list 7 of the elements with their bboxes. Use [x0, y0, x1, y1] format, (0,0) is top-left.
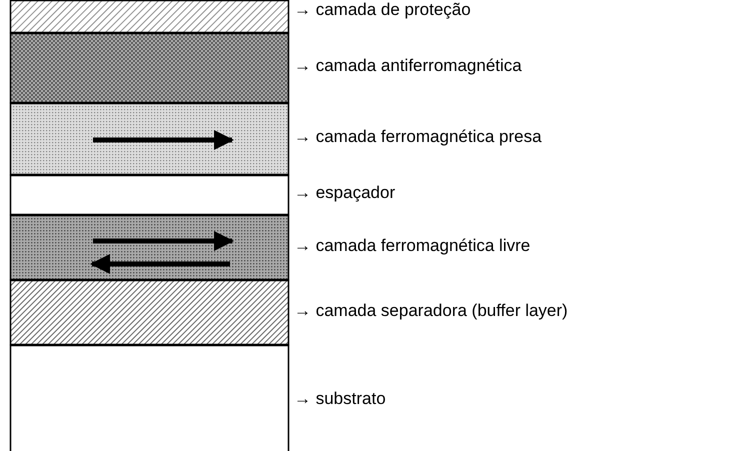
layer-label: → camada ferromagnética presa	[294, 127, 542, 147]
layer-label: → camada ferromagnética livre	[294, 236, 530, 256]
layer-label: → camada antiferromagnética	[294, 56, 522, 76]
layer-label: → substrato	[294, 389, 386, 409]
layer-label: → camada de proteção	[294, 0, 471, 20]
layer-label: → espaçador	[294, 183, 396, 203]
layer-label: → camada separadora (buffer layer)	[294, 300, 568, 320]
